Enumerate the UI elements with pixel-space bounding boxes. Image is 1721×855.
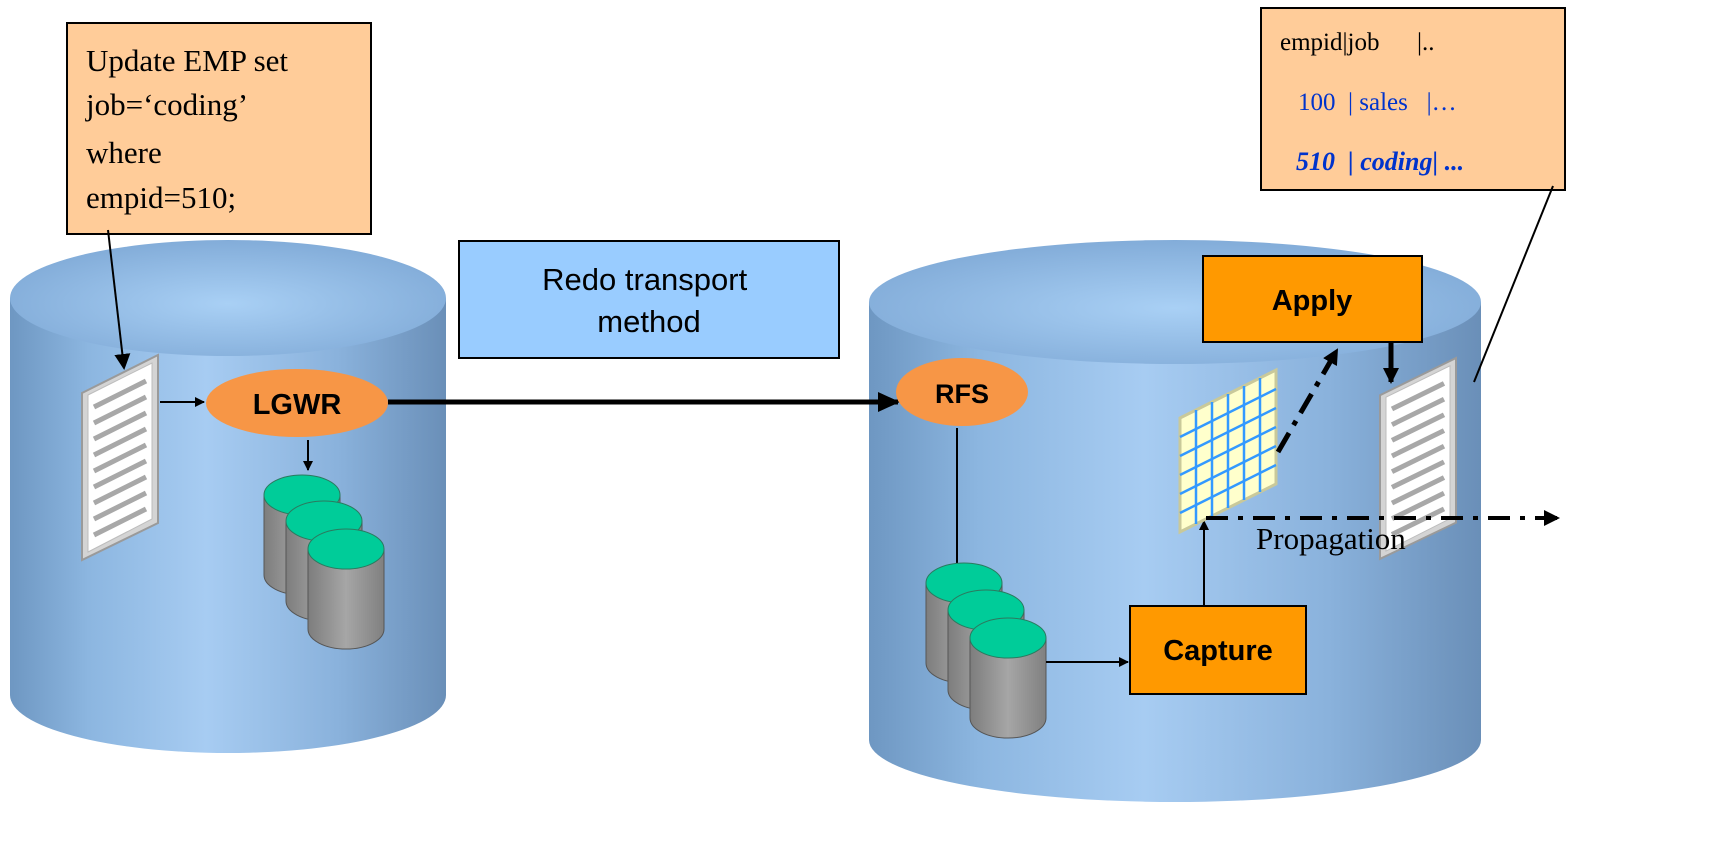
source-database-cylinder [10, 240, 446, 753]
apply-process: Apply [1202, 255, 1423, 343]
transport-line-1: Redo transport [542, 262, 747, 297]
lgwr-label: LGWR [253, 389, 342, 421]
archive-log-icon [307, 528, 385, 650]
rfs-process: RFS [896, 358, 1028, 426]
svg-text:Redo transport method: Redo transport method [542, 262, 756, 339]
table-result-note: empid|job |.. 100 | sales |… 510 | codin… [1260, 7, 1566, 191]
transport-line-2: method [597, 304, 700, 339]
capture-label: Capture [1163, 635, 1273, 667]
sql-to-redo-arrow [107, 229, 131, 370]
sql-line-3: where [86, 135, 162, 170]
redo-transport-label: Redo transport method [458, 240, 840, 359]
apply-label: Apply [1272, 285, 1353, 317]
sql-line-4: empid=510; [86, 180, 236, 215]
queue-to-apply-arrow [1275, 348, 1340, 454]
staging-queue-icon [1178, 367, 1278, 535]
lgwr-process: LGWR [206, 369, 388, 437]
standby-log-icon [969, 617, 1047, 739]
rfs-label: RFS [935, 379, 989, 409]
svg-text:Update EMP set job=‘codi: Update EMP set job=‘coding’ where empid=… [85, 43, 296, 215]
table-row-100: 100 | sales |… [1298, 89, 1457, 116]
table-row-510: 510 | coding| ... [1296, 147, 1464, 176]
sql-update-note: Update EMP set job=‘coding’ where empid=… [66, 22, 372, 235]
capture-process: Capture [1129, 605, 1307, 695]
sql-line-2: job=‘coding’ [85, 87, 246, 122]
table-header: empid|job |.. [1280, 29, 1434, 56]
sql-line-1: Update EMP set [86, 43, 288, 78]
table-callout-line [1473, 185, 1554, 383]
propagation-label: Propagation [1256, 521, 1406, 556]
